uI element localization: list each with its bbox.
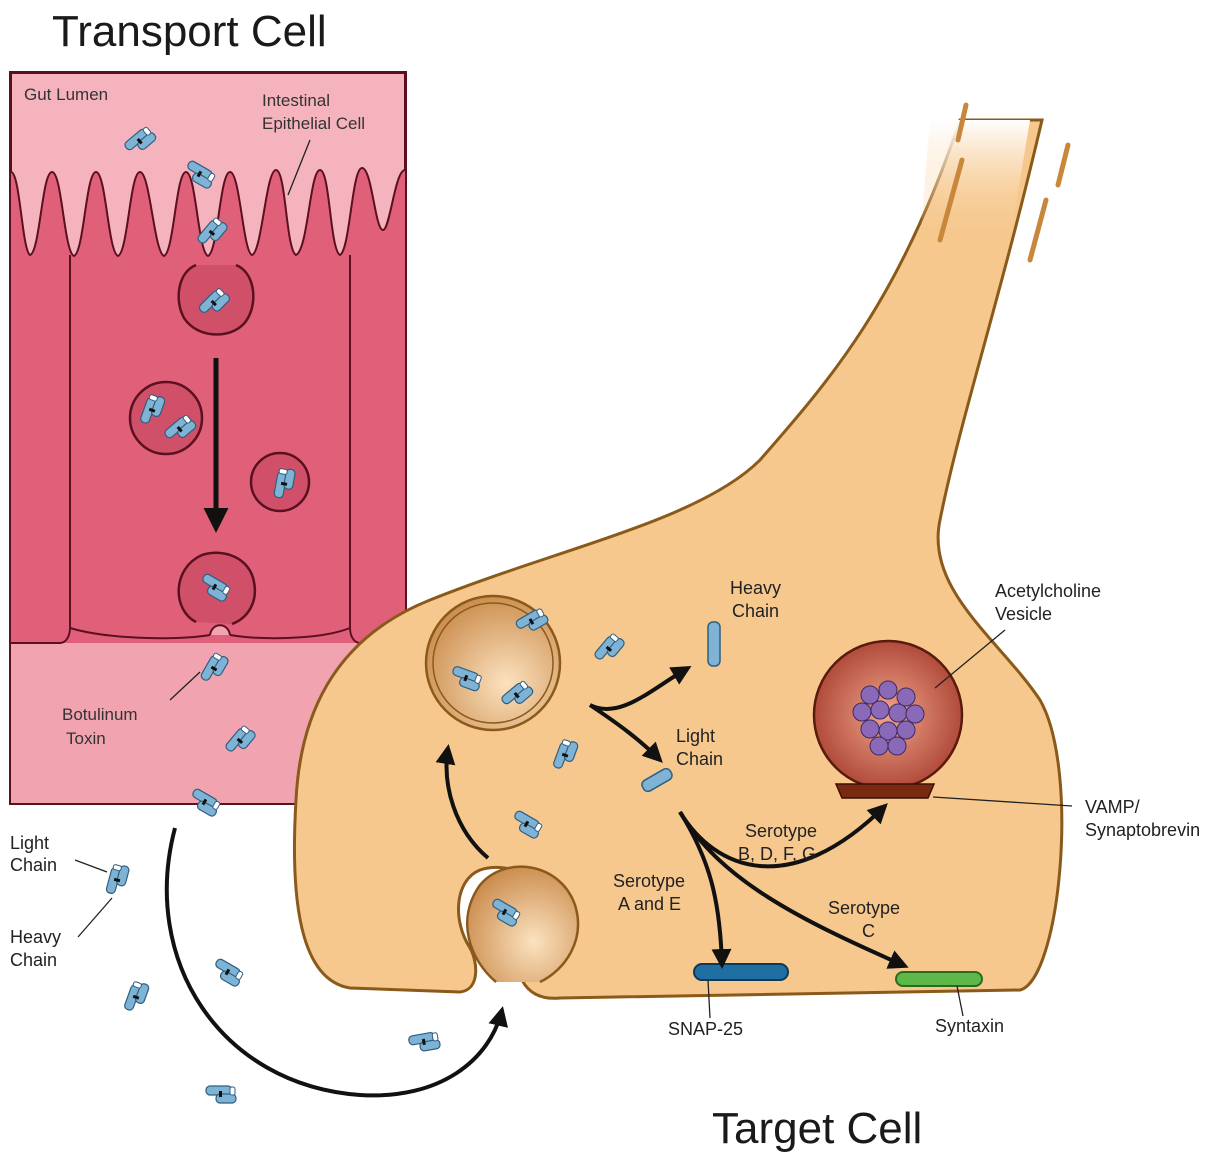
ach-label-2: Vesicle	[995, 604, 1052, 624]
serotype-c-label-1: Serotype	[828, 898, 900, 918]
target-cell	[294, 105, 1068, 998]
heavy-chain-left-2: Chain	[10, 950, 57, 970]
syntaxin-label: Syntaxin	[935, 1016, 1004, 1036]
epithelial-label-1: Intestinal	[262, 91, 330, 110]
serotype-c-label-2: C	[862, 921, 875, 941]
target-cell-title: Target Cell	[712, 1104, 922, 1153]
gut-lumen-label: Gut Lumen	[24, 85, 108, 104]
vamp-label-1: VAMP/	[1085, 797, 1140, 817]
light-chain-label-1: Light	[676, 726, 715, 746]
snap25-protein	[694, 964, 788, 980]
endosome-forming	[467, 867, 578, 982]
snap25-label: SNAP-25	[668, 1019, 743, 1039]
syntaxin-protein	[896, 972, 982, 986]
light-chain-left-1: Light	[10, 833, 49, 853]
heavy-chain-free	[708, 622, 720, 666]
epithelial-label-2: Epithelial Cell	[262, 114, 365, 133]
serotype-ae-label-2: A and E	[618, 894, 681, 914]
serotype-bdfg-label-2: B, D, F, G	[738, 844, 816, 864]
botulinum-label-2: Toxin	[66, 729, 106, 748]
serotype-ae-label-1: Serotype	[613, 871, 685, 891]
botulinum-label-1: Botulinum	[62, 705, 138, 724]
vamp-label-2: Synaptobrevin	[1085, 820, 1200, 840]
vamp-synaptobrevin	[836, 784, 934, 798]
heavy-chain-left-1: Heavy	[10, 927, 61, 947]
transport-cell-title: Transport Cell	[52, 7, 327, 56]
light-chain-label-2: Chain	[676, 749, 723, 769]
light-chain-left-2: Chain	[10, 855, 57, 875]
heavy-chain-label-1: Heavy	[730, 578, 781, 598]
ach-label-1: Acetylcholine	[995, 581, 1101, 601]
heavy-chain-label-2: Chain	[732, 601, 779, 621]
serotype-bdfg-label-1: Serotype	[745, 821, 817, 841]
